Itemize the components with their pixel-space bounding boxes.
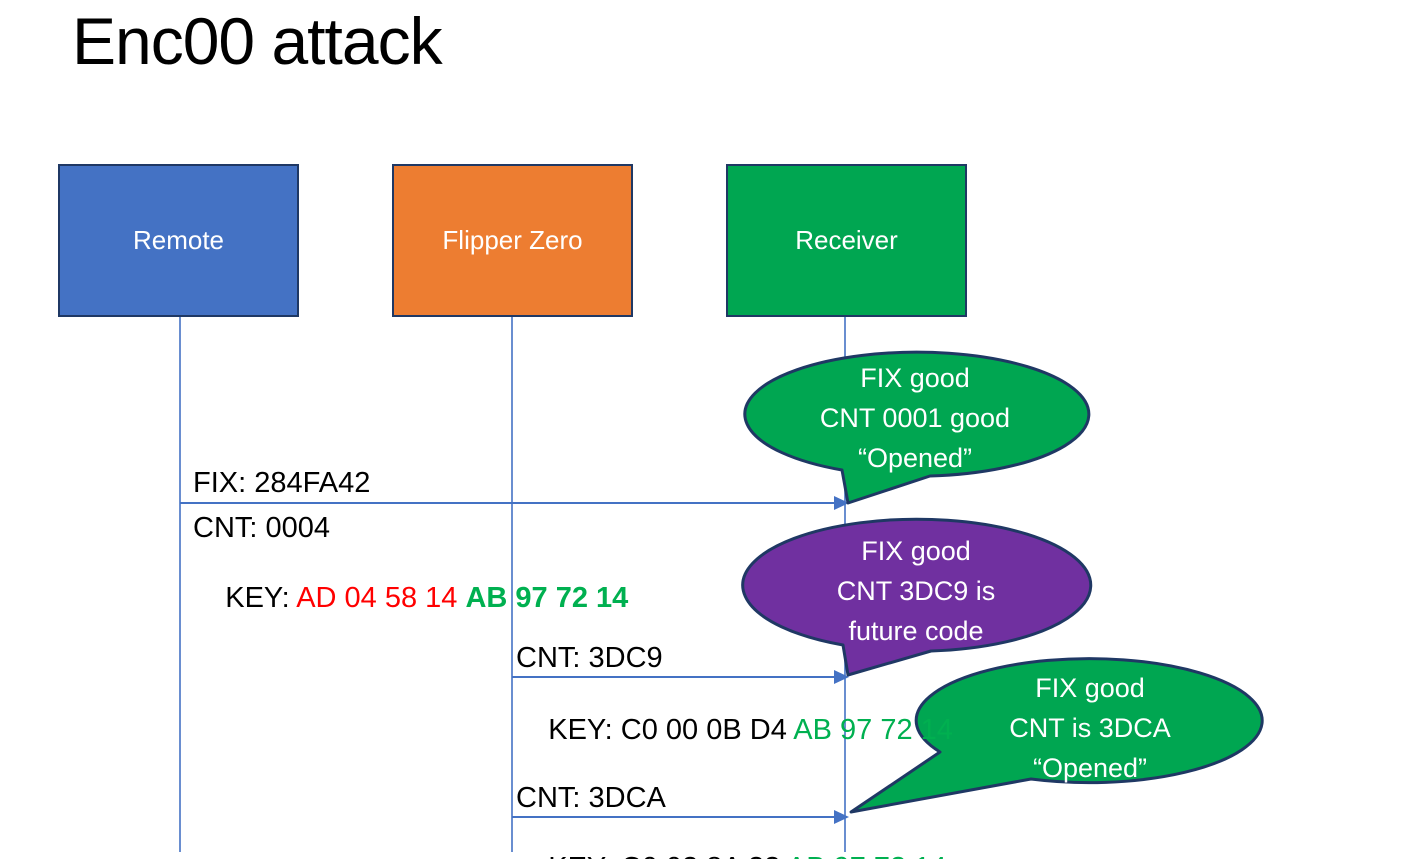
callout-line: CNT 0001 good xyxy=(819,403,1011,433)
callout-line: “Opened” xyxy=(857,443,973,473)
message-1-cnt-label: CNT: 0004 xyxy=(193,512,331,544)
message-2-key-green-bytes: AB 97 72 14 xyxy=(793,714,953,746)
arrowhead-3 xyxy=(834,810,849,824)
callout-line: CNT is 3DCA xyxy=(1009,713,1171,743)
actor-label-receiver: Receiver xyxy=(795,225,898,255)
actor-box-receiver: Receiver xyxy=(726,164,967,317)
actor-label-remote: Remote xyxy=(132,225,225,255)
arrowhead-1 xyxy=(834,496,849,510)
message-2-cnt-label: CNT: 3DC9 xyxy=(516,642,663,674)
callout-line: “Opened” xyxy=(1032,753,1148,783)
callout-line: FIX good xyxy=(860,363,970,393)
arrowhead-2 xyxy=(834,670,849,684)
actor-box-flipper-zero: Flipper Zero xyxy=(392,164,633,317)
callout-opened-2-text: FIX good CNT is 3DCA “Opened” xyxy=(918,668,1262,788)
message-3-key-label: KEY: C0 02 8A 33 AB 97 72 14 xyxy=(516,817,947,859)
actor-box-remote: Remote xyxy=(58,164,299,317)
callout-line: future code xyxy=(848,616,984,646)
message-3-cnt-label: CNT: 3DCA xyxy=(516,782,666,814)
message-1-key-label: KEY: AD 04 58 14 AB 97 72 14 xyxy=(193,547,628,649)
message-1-key-red-bytes: AD 04 58 14 xyxy=(296,582,466,614)
actor-label-flipper-zero: Flipper Zero xyxy=(442,225,583,255)
message-1-key-prefix: KEY: xyxy=(225,582,297,614)
callout-future-code xyxy=(741,517,1093,677)
message-3-key-prefix: KEY: C0 02 8A 33 xyxy=(548,852,787,859)
callout-future-code-text: FIX good CNT 3DC9 is future code xyxy=(744,531,1088,651)
message-3-key-green-bytes: AB 97 72 14 xyxy=(787,852,947,859)
page-title: Enc00 attack xyxy=(72,4,443,78)
callout-opened-1 xyxy=(743,350,1091,505)
callout-line: FIX good xyxy=(861,536,971,566)
callout-line: FIX good xyxy=(1035,673,1145,703)
message-2-key-label: KEY: C0 00 0B D4 AB 97 72 14 xyxy=(516,679,953,781)
callout-line: CNT 3DC9 is xyxy=(836,576,996,606)
message-1-key-green-bytes: AB 97 72 14 xyxy=(465,582,629,614)
message-2-key-prefix: KEY: C0 00 0B D4 xyxy=(548,714,794,746)
callout-opened-1-text: FIX good CNT 0001 good “Opened” xyxy=(743,358,1087,478)
message-1-fix-label: FIX: 284FA42 xyxy=(193,467,371,499)
callout-opened-2 xyxy=(849,657,1264,814)
